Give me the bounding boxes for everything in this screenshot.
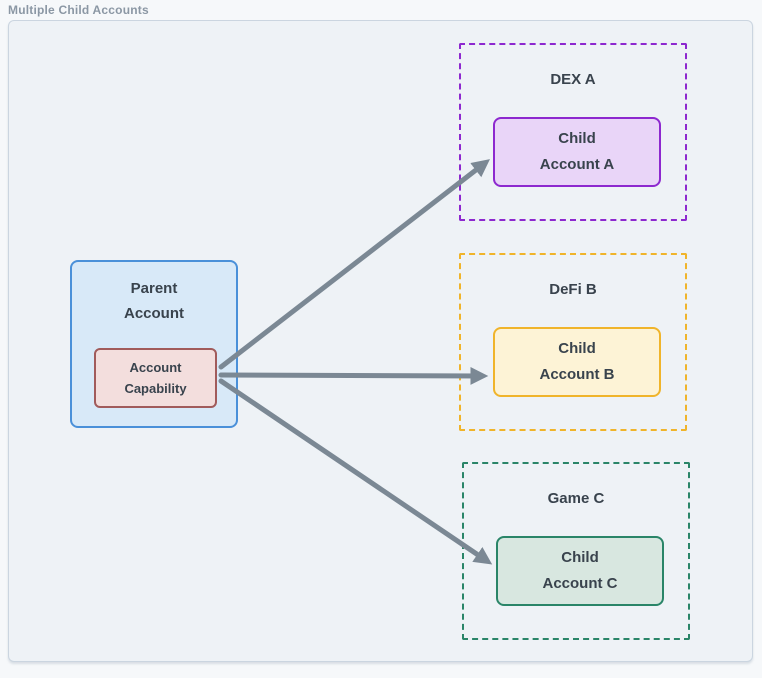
group-dex-a-label: DEX A: [550, 71, 596, 88]
group-game-c: Game C Child Account C: [462, 462, 690, 640]
child-account-b-node: Child Account B: [493, 327, 661, 397]
account-capability-label: Account Capability: [124, 360, 187, 396]
child-account-c-node: Child Account C: [496, 536, 664, 606]
parent-account-node: Parent Account Account Capability: [70, 260, 238, 428]
child-account-b-label: Child Account B: [539, 340, 615, 383]
group-defi-b-label: DeFi B: [549, 281, 597, 298]
child-account-a-label: Child Account A: [539, 130, 615, 173]
arrow-to-child-a: [218, 159, 490, 370]
group-defi-b: DeFi B Child Account B: [459, 253, 687, 431]
diagram-canvas: Parent Account Account Capability DEX A …: [8, 20, 753, 662]
arrow-to-child-c: [218, 378, 493, 565]
group-dex-a: DEX A Child Account A: [459, 43, 687, 221]
parent-account-label: Parent Account: [124, 280, 184, 322]
child-account-c-label: Child Account C: [542, 549, 618, 592]
child-account-a-node: Child Account A: [493, 117, 661, 187]
arrow-to-child-b: [218, 366, 489, 385]
account-capability-node: Account Capability: [94, 348, 217, 408]
group-game-c-label: Game C: [547, 490, 605, 507]
diagram-title: Multiple Child Accounts: [8, 3, 149, 17]
